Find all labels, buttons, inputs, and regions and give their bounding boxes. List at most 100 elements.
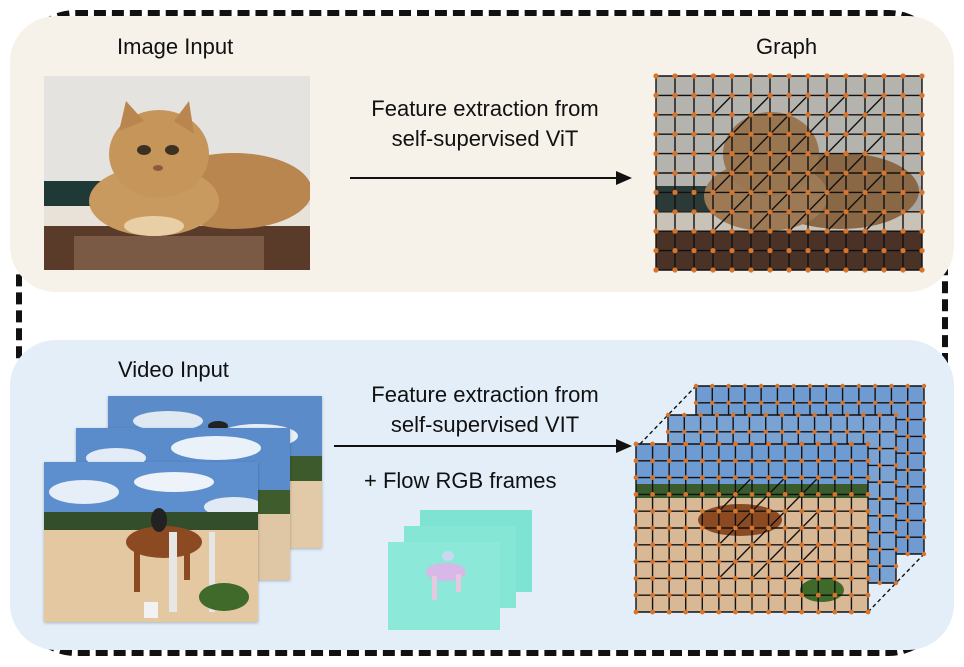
graph-node <box>832 542 838 548</box>
graph-node <box>782 441 788 447</box>
graph-node <box>666 475 672 480</box>
graph-edge-diagonal <box>734 544 753 563</box>
graph-node <box>893 530 899 535</box>
video-input-label: Video Input <box>118 357 229 382</box>
graph-node <box>766 559 771 564</box>
graph-node <box>633 525 639 531</box>
graph-edge-diagonal <box>750 211 771 232</box>
graph-node <box>710 189 716 195</box>
graph-node <box>877 496 882 502</box>
graph-node <box>716 592 722 598</box>
graph-node <box>748 151 754 157</box>
graph-node <box>862 131 868 137</box>
graph-node <box>865 576 871 581</box>
graph-node <box>862 248 868 254</box>
graph-node <box>716 458 722 464</box>
graph-edge-diagonal <box>864 211 885 232</box>
graph-node <box>749 542 755 548</box>
graph-node <box>865 475 871 480</box>
graph-node <box>893 463 899 468</box>
graph-node <box>877 446 882 451</box>
graph-node <box>849 609 854 615</box>
graph-node <box>799 458 805 464</box>
graph-node <box>840 400 845 405</box>
graph-node <box>865 559 871 564</box>
graph-edge-diagonal <box>768 477 786 495</box>
graph-node <box>716 441 722 447</box>
graph-node <box>672 209 678 215</box>
graph-node <box>666 559 672 564</box>
graph-node <box>824 209 830 215</box>
graph-node <box>726 383 731 389</box>
graph-node <box>919 112 925 118</box>
graph-node <box>796 412 801 418</box>
graph-node <box>799 592 805 598</box>
graph-node <box>729 267 735 273</box>
graph-node <box>653 209 659 215</box>
graph-node <box>849 559 854 564</box>
graph-node <box>782 525 788 531</box>
graph-node <box>710 92 716 98</box>
graph-node <box>805 73 811 79</box>
graph-node <box>900 73 906 79</box>
graph-node <box>900 170 906 176</box>
graph-node <box>683 508 689 514</box>
graph-node <box>710 248 716 254</box>
graph-node <box>672 112 678 118</box>
graph-node <box>877 580 882 586</box>
graph-node <box>799 475 805 480</box>
graph-node <box>766 525 771 531</box>
graph-edge-diagonal <box>788 94 809 116</box>
graph-node <box>633 458 639 464</box>
graph-node <box>698 412 703 418</box>
graph-node <box>862 151 868 157</box>
graph-node <box>710 400 715 405</box>
graph-node <box>921 383 927 389</box>
graph-node <box>650 525 655 531</box>
graph-node <box>843 112 849 118</box>
graph-node <box>919 209 925 215</box>
graph-node <box>782 492 788 497</box>
graph-node <box>881 112 887 118</box>
graph-node <box>733 508 738 514</box>
graph-edge-diagonal <box>826 133 847 155</box>
graph-node <box>900 267 906 273</box>
graph-node <box>862 228 868 234</box>
graph-node <box>633 559 639 564</box>
graph-edge-diagonal <box>788 172 809 193</box>
graph-node <box>767 248 773 254</box>
graph-node <box>805 151 811 157</box>
graph-node <box>716 609 722 615</box>
graph-node <box>650 508 655 514</box>
graph-node <box>748 170 754 176</box>
graph-node <box>683 441 689 447</box>
graph-node <box>733 559 738 564</box>
graph-node <box>919 228 925 234</box>
graph-node <box>633 576 639 581</box>
graph-node <box>650 592 655 598</box>
graph-edge-diagonal <box>712 133 733 155</box>
graph-node <box>900 151 906 157</box>
graph-node <box>849 576 854 581</box>
graph-node <box>786 73 792 79</box>
graph-node <box>775 400 780 405</box>
graph-node <box>815 576 821 581</box>
graph-node <box>832 492 838 497</box>
graph-node <box>921 467 927 473</box>
graph-node <box>865 492 871 497</box>
graph-node <box>900 131 906 137</box>
graph-node <box>815 458 821 464</box>
graph-node <box>699 458 705 464</box>
graph-node <box>919 92 925 98</box>
graph-node <box>900 92 906 98</box>
graph-node <box>782 542 788 548</box>
graph-edge-diagonal <box>826 211 847 232</box>
graph-node <box>881 267 887 273</box>
graph-edge-diagonal <box>712 211 733 232</box>
graph-node <box>849 458 854 464</box>
graph-node <box>812 412 817 418</box>
graph-node <box>832 559 838 564</box>
graph-node <box>766 592 771 598</box>
graph-node <box>672 170 678 176</box>
